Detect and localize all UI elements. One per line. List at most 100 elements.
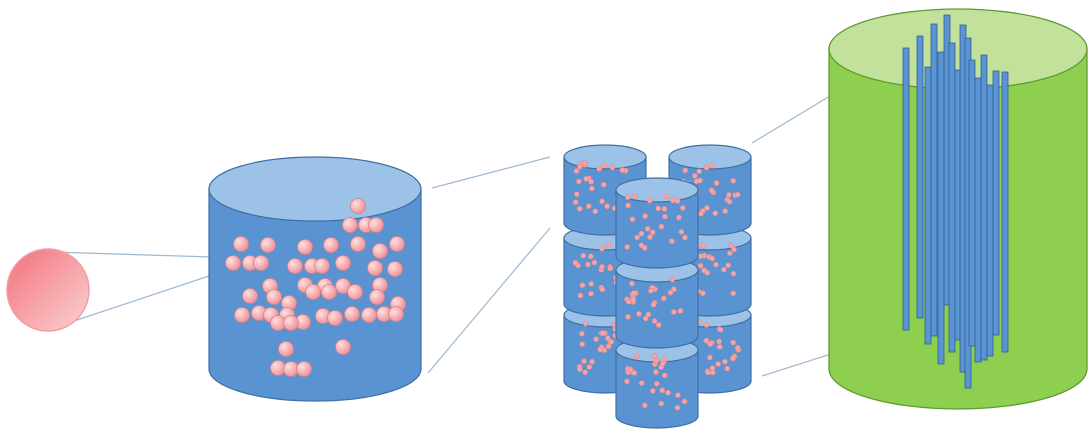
particle	[717, 326, 724, 333]
particle	[600, 330, 607, 337]
particle	[730, 178, 737, 184]
particle	[585, 261, 591, 268]
particle	[625, 202, 631, 209]
particle	[585, 203, 592, 210]
particle	[589, 358, 595, 365]
particle	[707, 341, 713, 347]
particle	[649, 229, 656, 236]
rod	[916, 35, 924, 319]
particle	[576, 366, 583, 373]
particle	[596, 165, 603, 172]
particle	[646, 197, 653, 204]
particle	[287, 258, 303, 274]
particle	[704, 205, 710, 211]
particle	[260, 237, 276, 253]
particle	[716, 338, 722, 345]
particle	[597, 346, 604, 353]
particle	[705, 369, 711, 376]
particle	[609, 164, 616, 171]
rod	[930, 23, 938, 337]
particle	[638, 230, 645, 237]
particle	[605, 242, 612, 249]
particle	[588, 178, 594, 185]
particle	[703, 164, 710, 171]
connector-particle-top	[51, 251, 213, 258]
particle	[619, 167, 626, 173]
particle	[573, 191, 580, 198]
particle	[350, 198, 366, 214]
particle	[599, 286, 606, 293]
particle	[625, 298, 632, 305]
particle	[653, 369, 659, 375]
particle	[678, 229, 685, 235]
pellet-cylinder	[208, 156, 422, 402]
particle	[577, 292, 584, 299]
connector-pellet-top	[431, 156, 551, 189]
particle	[653, 380, 660, 387]
particle	[579, 282, 586, 289]
particle	[655, 205, 662, 212]
particle	[599, 198, 605, 205]
particle	[675, 392, 681, 398]
particle	[721, 266, 727, 273]
particle	[703, 322, 710, 328]
rod	[902, 47, 910, 331]
particle	[734, 344, 741, 351]
particle	[634, 234, 641, 241]
stack-pellet-front-2	[615, 257, 699, 349]
particle	[389, 236, 405, 252]
particle	[573, 168, 580, 174]
particle	[599, 263, 605, 270]
particle	[233, 236, 249, 252]
particle	[676, 214, 682, 221]
particle	[607, 265, 614, 272]
particle	[674, 404, 681, 411]
particle	[283, 315, 299, 331]
particle	[674, 198, 681, 204]
particle	[577, 163, 583, 170]
particle	[582, 369, 589, 376]
particle	[321, 284, 337, 300]
particle	[661, 206, 668, 212]
pellet-main-top	[208, 156, 422, 222]
particle	[592, 208, 599, 215]
particle	[650, 388, 656, 394]
rod	[924, 66, 932, 345]
particle	[599, 245, 605, 252]
particle	[648, 287, 654, 294]
particle	[605, 343, 612, 350]
particle	[713, 180, 720, 186]
particle	[679, 205, 686, 211]
particle	[709, 162, 716, 169]
particle	[722, 358, 728, 365]
particle	[712, 210, 719, 217]
particle	[697, 253, 704, 259]
particle	[625, 314, 631, 320]
particle	[579, 330, 585, 337]
particle	[369, 289, 385, 305]
rod	[948, 42, 956, 353]
particle	[588, 290, 594, 297]
particle	[572, 199, 579, 206]
particle	[629, 280, 635, 287]
particle	[305, 284, 321, 300]
particle	[350, 236, 366, 252]
particle	[726, 250, 733, 257]
particle	[335, 255, 351, 271]
rod	[1001, 71, 1009, 353]
particle	[650, 301, 657, 308]
particle	[601, 162, 608, 169]
rod	[974, 77, 982, 363]
stack-pellet-front-1	[615, 177, 699, 269]
particle	[581, 358, 588, 365]
pellet-main	[208, 156, 422, 402]
particle	[367, 260, 383, 276]
particle	[625, 194, 631, 201]
particle	[725, 262, 732, 269]
particle	[730, 355, 736, 362]
particle	[361, 307, 377, 323]
particle	[651, 318, 658, 324]
particle	[368, 217, 384, 233]
